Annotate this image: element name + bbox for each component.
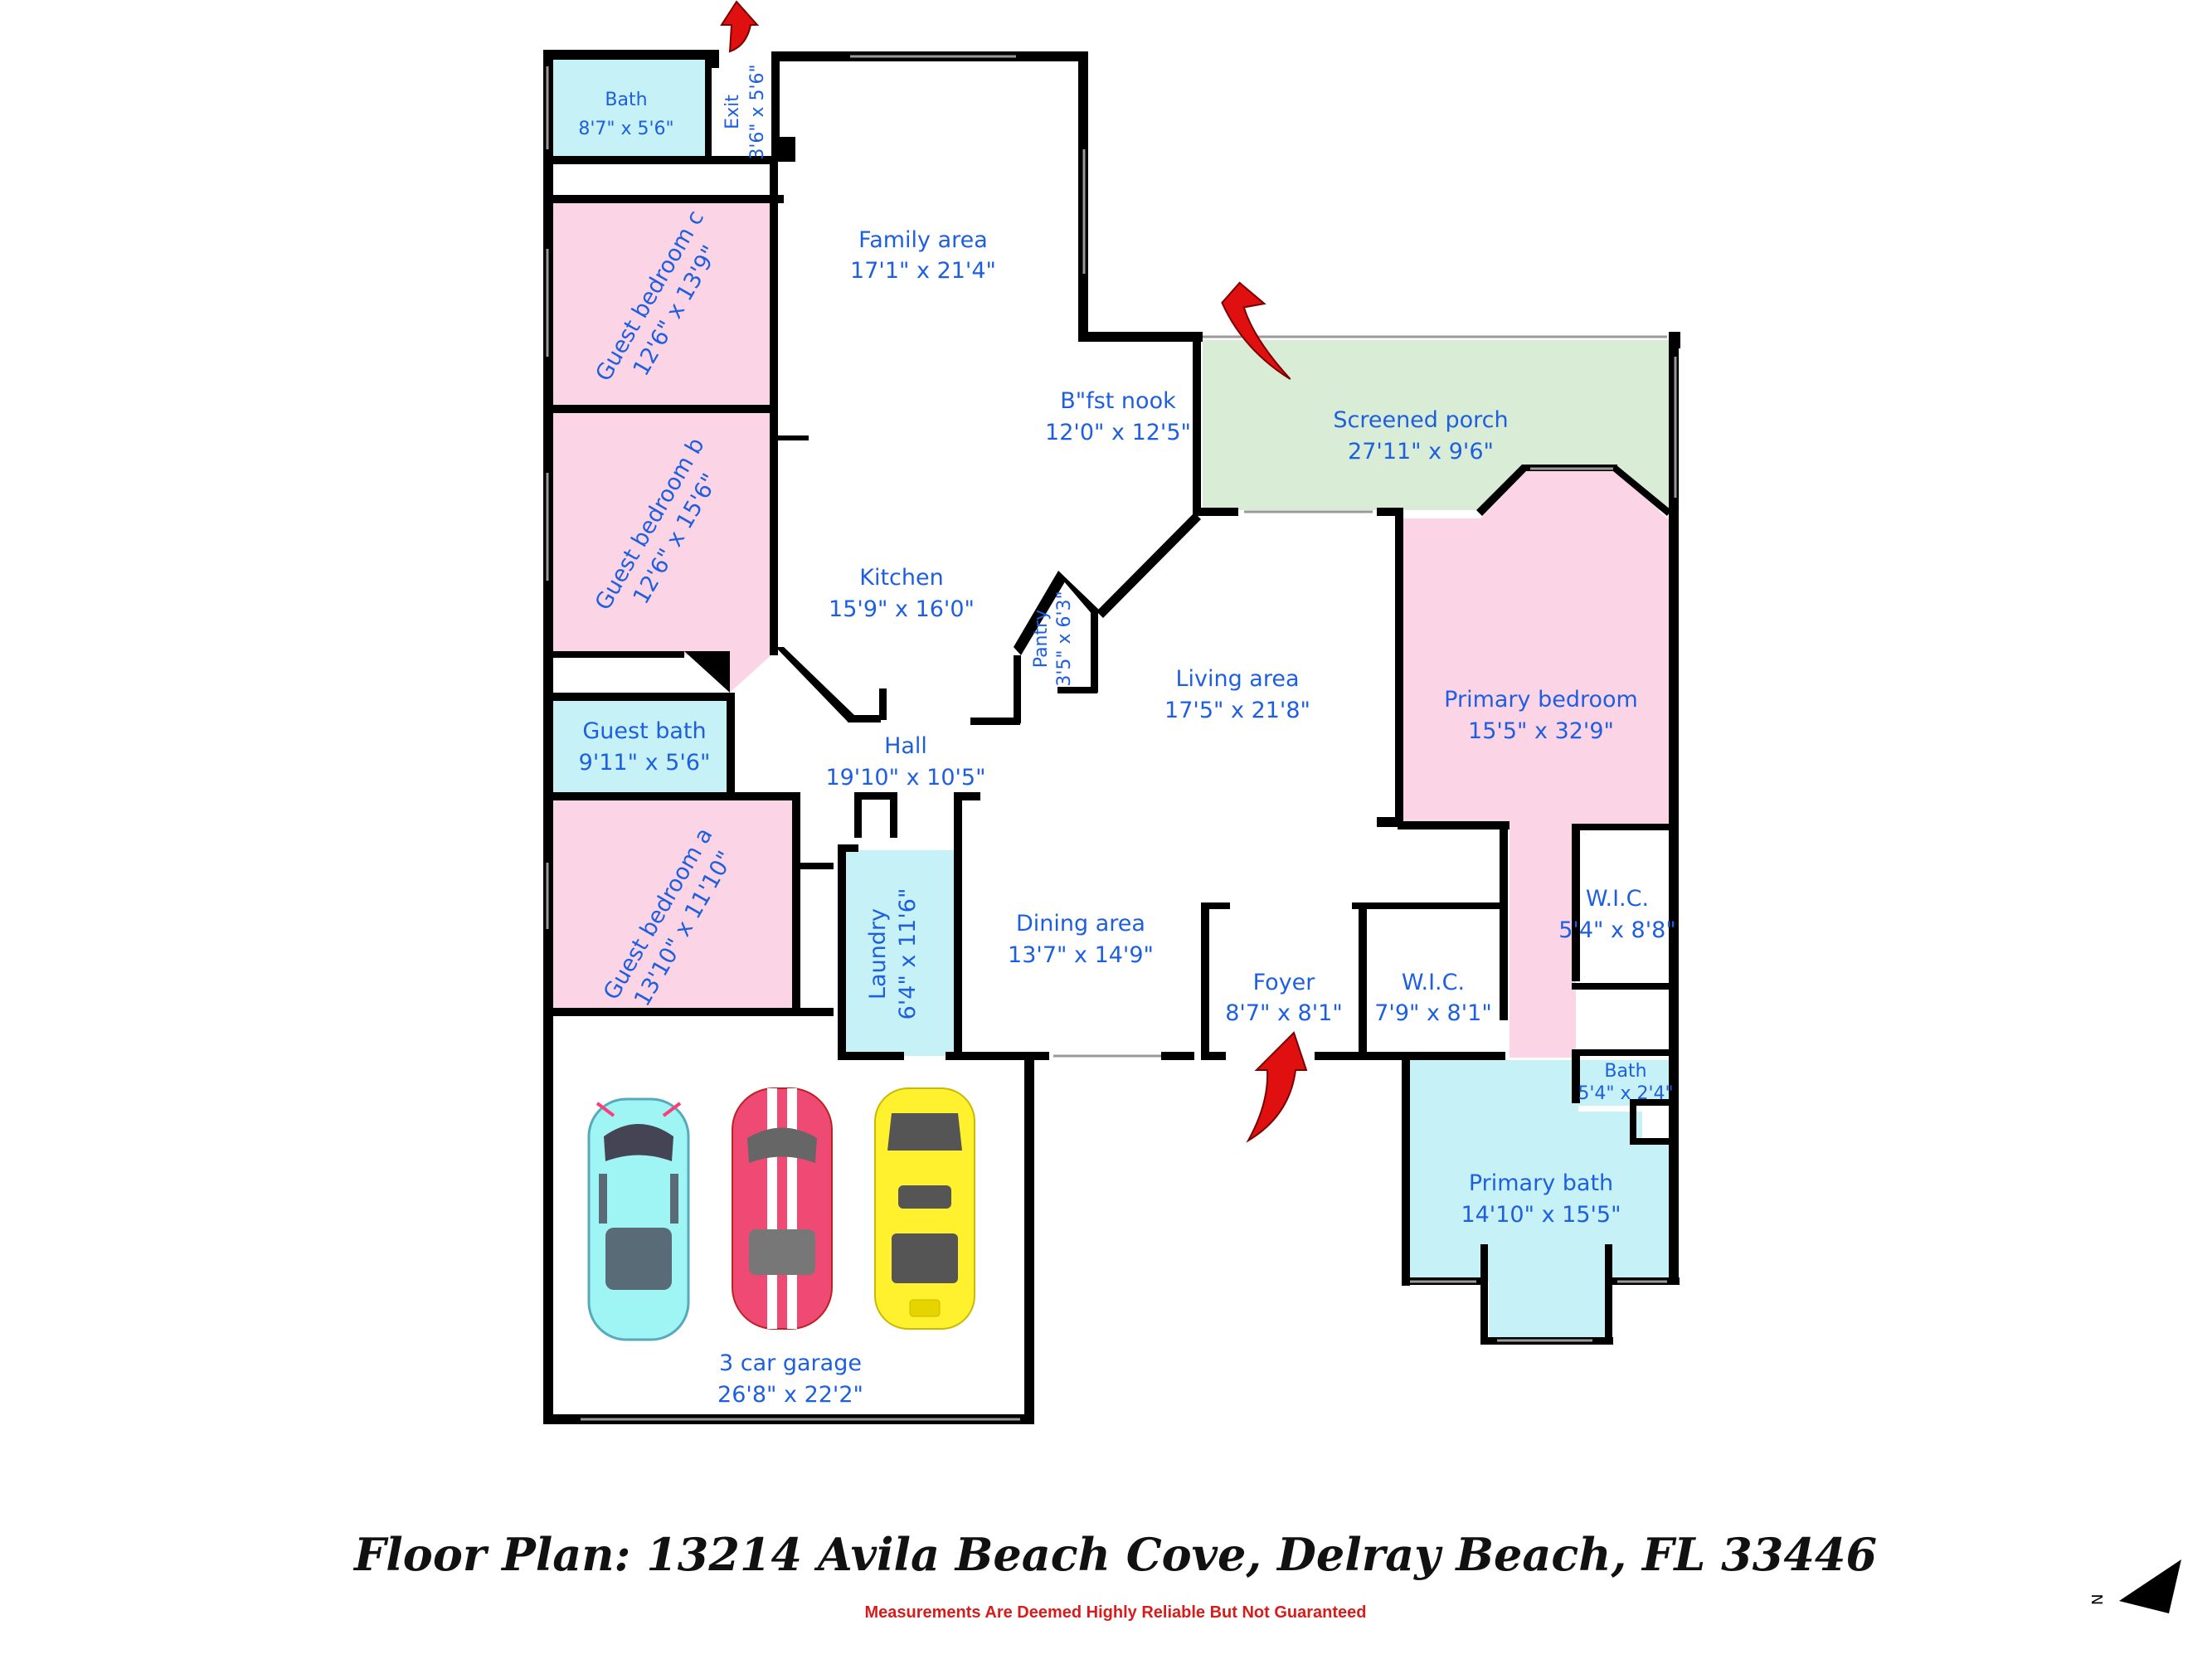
guest-bath-fill [552,697,734,795]
car-yellow [874,1087,975,1330]
disclaimer: Measurements Are Deemed Highly Reliable … [865,1603,1367,1622]
primary-bedroom-fill [1402,471,1675,1058]
plan-title: Floor Plan: 13214 Avila Beach Cove, Delr… [352,1528,1877,1581]
guest-bedroom-a-fill [552,800,796,1010]
entry-arrows [720,0,1308,1143]
room-size-wic-2: 5'4" x 8'8" [1558,917,1676,943]
compass-label: N [2089,1594,2107,1605]
room-name-garage: 3 car garage [719,1350,862,1376]
front-door-arrow-icon [1246,1031,1308,1143]
laundry-fill [844,850,956,1056]
room-size-bath-small: 5'4" x 2'4" [1578,1083,1673,1104]
room-size-kitchen: 15'9" x 16'0" [829,596,975,622]
exit-arrow-icon [720,0,760,53]
room-size-living: 17'5" x 21'8" [1164,698,1310,723]
room-name-family: Family area [858,227,988,253]
room-name-primary-bedroom: Primary bedroom [1444,687,1638,713]
room-name-kitchen: Kitchen [859,565,943,591]
room-name-pantry: Pantry [1031,610,1052,668]
room-name-hall: Hall [884,733,927,759]
windows [546,55,1677,1421]
room-name-dining: Dining area [1016,911,1145,937]
room-name-wic-2: W.I.C. [1586,886,1649,912]
room-name-porch: Screened porch [1333,407,1508,433]
room-size-pantry: 3'5" x 6'3" [1054,591,1075,686]
room-size-primary-bath: 14'10" x 15'5" [1461,1202,1621,1228]
car-red-striped [732,1087,833,1330]
room-size-foyer: 8'7" x 8'1" [1225,1000,1343,1026]
room-size-family: 17'1" x 21'4" [850,258,996,284]
guest-bedroom-c-fill [552,201,775,408]
room-name-laundry: Laundry [865,908,891,1000]
room-name-primary-bath: Primary bath [1469,1170,1613,1196]
room-name-bath-top: Bath [605,90,647,110]
room-name-guest-bath: Guest bath [582,718,706,744]
room-name-living: Living area [1175,666,1299,692]
room-name-wic-1: W.I.C. [1402,970,1465,995]
room-size-primary-bedroom: 15'5" x 32'9" [1468,718,1614,744]
guest-bedroom-b-fill [552,411,775,693]
room-size-hall: 19'10" x 10'5" [825,765,985,791]
room-name-nook: B"fst nook [1060,388,1176,414]
bath-small-fill [1578,1060,1674,1106]
room-name-exit: Exit [722,95,743,129]
garage-cars [587,1087,975,1341]
room-size-bath-top: 8'7" x 5'6" [578,119,673,139]
room-name-foyer: Foyer [1253,970,1316,995]
room-size-guest-bath: 9'11" x 5'6" [579,750,711,776]
walls [543,50,1680,1424]
room-size-garage: 26'8" x 22'2" [717,1382,863,1408]
room-size-nook: 12'0" x 12'5" [1045,420,1191,445]
compass-icon: N [2089,1559,2181,1613]
room-size-wic-1: 7'9" x 8'1" [1374,1000,1492,1026]
room-size-laundry: 6'4" x 11'6" [895,888,921,1020]
porch-arrow-icon [1221,281,1291,380]
room-name-bath-small: Bath [1604,1061,1646,1082]
car-suv [587,1097,690,1341]
room-size-porch: 27'11" x 9'6" [1348,439,1494,465]
room-size-exit: 3'6" x 5'6" [747,64,768,159]
room-size-dining: 13'7" x 14'9" [1008,942,1154,968]
bath-top-fill [552,60,709,158]
